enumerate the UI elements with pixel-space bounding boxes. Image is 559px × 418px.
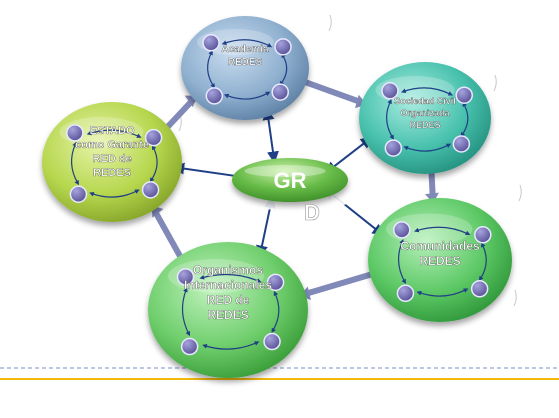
decorative-swirl <box>513 289 517 307</box>
center-label-line2: D <box>304 200 320 225</box>
center-ellipse <box>232 158 348 202</box>
center-node: GR D <box>228 158 352 225</box>
node-label-organismos: Internacionales <box>184 278 272 292</box>
satellite-arrow <box>149 144 158 183</box>
node-label-estado: como Garante <box>75 139 149 151</box>
satellite-arrow <box>386 98 394 140</box>
satellite-node <box>69 185 88 203</box>
node-label-academia: Academia <box>221 44 269 55</box>
satellite-node <box>180 337 199 356</box>
satellite-node <box>66 124 84 142</box>
ring-connector-arrowhead <box>425 192 439 204</box>
satellite-node <box>396 284 415 303</box>
satellite-node <box>263 332 281 351</box>
decorative-swirl <box>518 184 522 202</box>
node-label-sociedad: Organizada <box>400 108 450 118</box>
satellite-arrow <box>223 91 271 100</box>
spoke-arrow-organismos <box>256 195 276 258</box>
satellite-arrow <box>86 129 142 138</box>
satellite-node <box>271 83 289 101</box>
node-label-organismos: REDES <box>207 308 248 322</box>
satellite-node <box>381 82 399 100</box>
satellite-arrow <box>89 189 140 198</box>
node-label-organismos: Organismos <box>193 263 263 277</box>
satellite-arrow <box>181 287 190 337</box>
satellite-node <box>274 38 292 56</box>
satellite-arrow <box>401 87 454 96</box>
satellite-arrow <box>403 143 452 152</box>
spoke-arrow-academia <box>262 107 279 164</box>
satellite-node <box>474 226 492 244</box>
satellite-node <box>144 128 163 147</box>
satellite-arrow <box>71 141 79 186</box>
satellite-arrow <box>460 101 469 138</box>
satellite-arrow <box>271 290 280 333</box>
node-label-sociedad: REDES <box>409 120 440 130</box>
satellite-arrow <box>279 52 288 86</box>
satellite-arrow <box>398 239 406 284</box>
satellite-arrow <box>221 39 273 48</box>
spoke-arrow-sociedad <box>324 136 373 174</box>
center-highlight <box>244 165 326 177</box>
node-label-sociedad: Sociedad Civil <box>394 96 456 106</box>
satellite-arrow <box>207 50 216 89</box>
decorative-swirl <box>328 14 332 32</box>
satellite-node <box>205 87 224 105</box>
node-label-comunidades: REDES <box>419 254 460 268</box>
ring-connector-comunidades-organismos <box>295 269 380 300</box>
satellite-arrow <box>478 242 487 282</box>
node-label-estado: RED de <box>92 153 131 165</box>
ring-connector-organismos-estado <box>147 201 187 265</box>
satellite-arrow <box>199 273 262 283</box>
ring-connector-academia-sociedad <box>297 76 371 109</box>
satellite-node <box>176 268 195 286</box>
node-label-organismos: RED de <box>207 293 250 307</box>
satellite-node <box>452 135 471 153</box>
satellite-node <box>266 273 285 292</box>
satellite-node <box>455 86 473 104</box>
node-label-academia: REDES <box>228 57 263 68</box>
satellite-node <box>202 33 220 52</box>
center-label-line1: GR <box>274 168 307 193</box>
node-label-estado: ESTADO <box>89 125 134 137</box>
satellite-node <box>470 280 489 298</box>
satellite-node <box>384 139 403 157</box>
satellite-arrow <box>202 341 260 350</box>
satellite-node <box>141 181 160 199</box>
node-label-estado: REDES <box>93 167 131 179</box>
satellite-arrow <box>414 226 471 236</box>
decorative-swirl <box>493 74 497 92</box>
satellite-arrow <box>416 288 469 297</box>
satellite-node <box>393 221 411 239</box>
node-label-comunidades: Comunidades <box>400 239 480 253</box>
